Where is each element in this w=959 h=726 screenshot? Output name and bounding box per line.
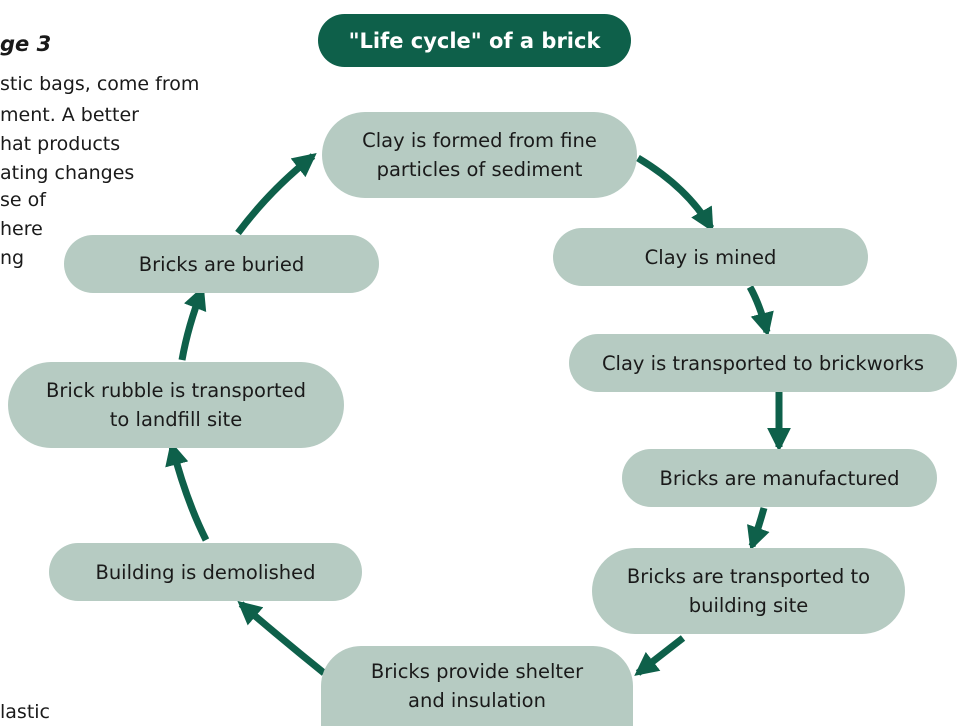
node-bricks-shelter-label: Bricks provide shelter and insulation xyxy=(370,660,584,712)
diagram-title-text: "Life cycle" of a brick xyxy=(348,28,601,53)
node-clay-transported-label: Clay is transported to brickworks xyxy=(601,351,925,375)
node-brick-rubble-label: Brick rubble is transported to landfill … xyxy=(45,379,307,431)
arrow-buried-to-formed xyxy=(235,153,317,236)
arrow-formed-to-mined xyxy=(636,154,715,233)
node-bricks-manufactured: Bricks are manufactured xyxy=(622,449,937,507)
arrow-mined-to-transported xyxy=(746,285,774,337)
node-clay-formed: Clay is formed from fine particles of se… xyxy=(322,112,637,198)
node-building-demolished-label: Building is demolished xyxy=(95,560,316,584)
diagram-title: "Life cycle" of a brick xyxy=(318,14,631,67)
arrow-rubble-to-buried xyxy=(178,285,207,361)
arrow-demolished-to-rubble xyxy=(165,441,210,542)
node-building-demolished: Building is demolished xyxy=(49,543,362,601)
node-bricks-shelter: Bricks provide shelter and insulation xyxy=(321,646,633,726)
arrow-site-to-shelter xyxy=(634,635,686,676)
node-clay-mined: Clay is mined xyxy=(553,228,868,286)
arrow-shelter-to-demolished xyxy=(237,600,327,676)
node-clay-formed-label: Clay is formed from fine particles of se… xyxy=(362,129,597,181)
node-clay-transported: Clay is transported to brickworks xyxy=(569,334,957,392)
node-clay-mined-label: Clay is mined xyxy=(644,245,777,269)
node-bricks-buried-label: Bricks are buried xyxy=(138,252,305,276)
node-bricks-to-site: Bricks are transported to building site xyxy=(592,548,905,634)
node-bricks-manufactured-label: Bricks are manufactured xyxy=(659,466,900,490)
node-bricks-buried: Bricks are buried xyxy=(64,235,379,293)
arrow-manufactured-to-site xyxy=(747,507,770,551)
node-brick-rubble: Brick rubble is transported to landfill … xyxy=(8,362,344,448)
node-bricks-to-site-label: Bricks are transported to building site xyxy=(626,565,871,617)
